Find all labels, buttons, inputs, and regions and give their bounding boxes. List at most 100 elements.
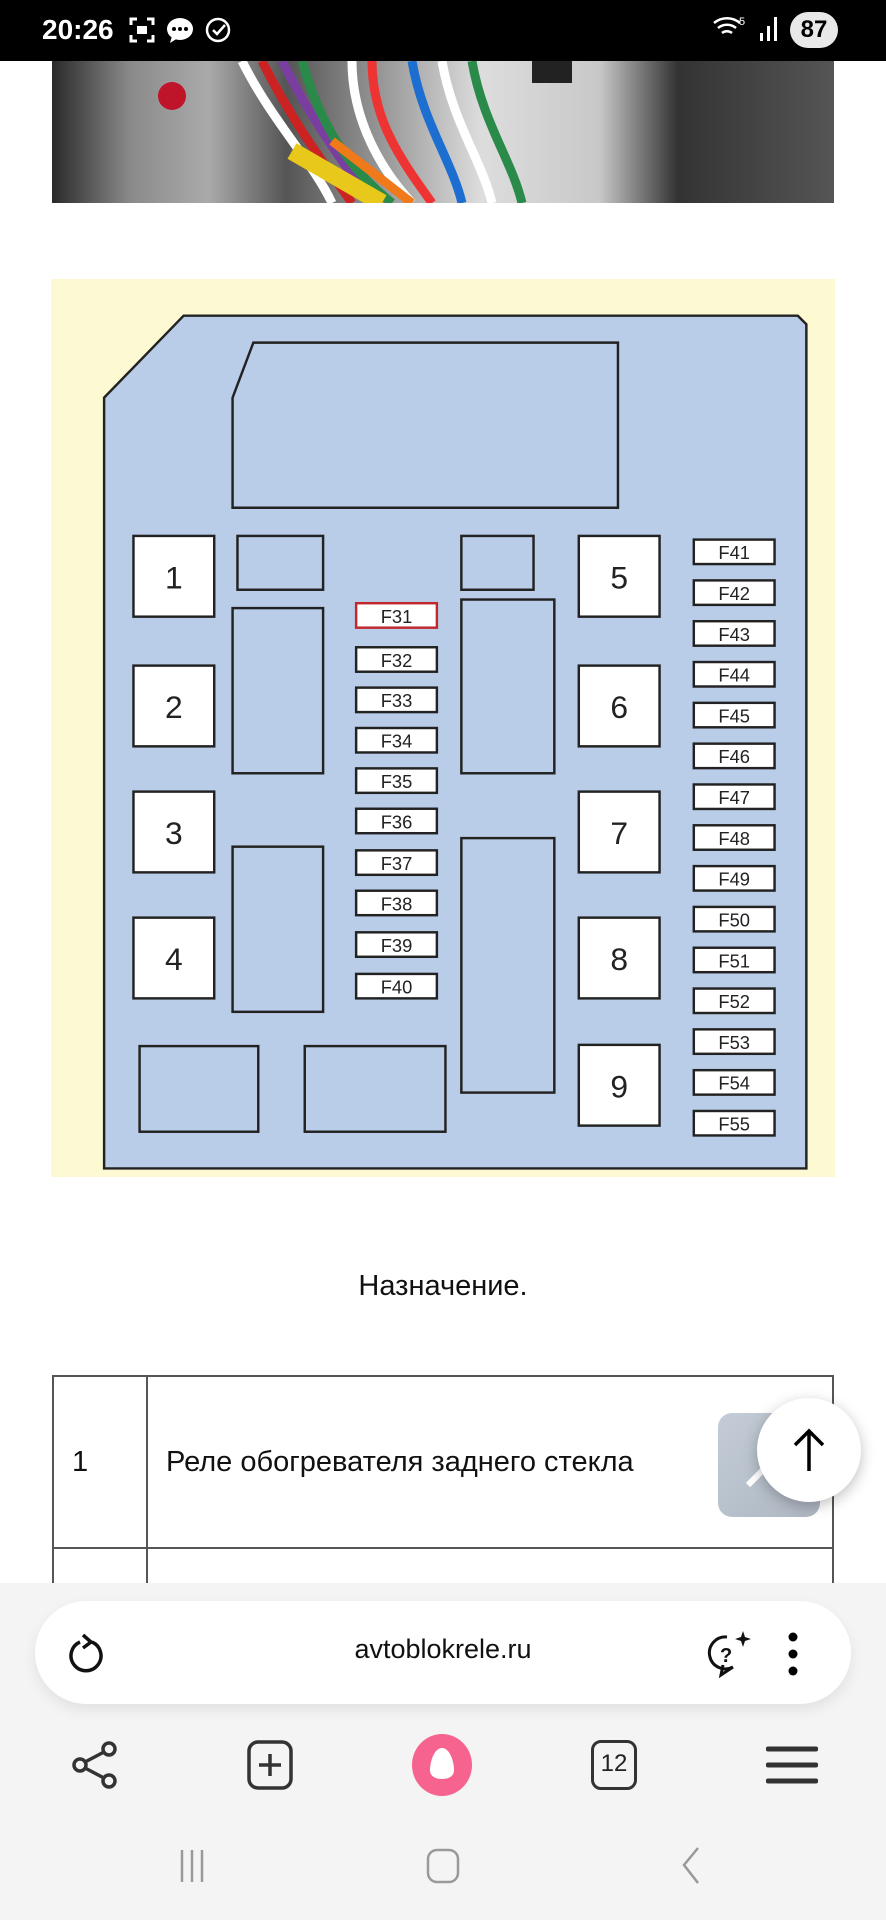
fuse-F38 [354,889,439,917]
relay-label: 9 [610,1068,628,1104]
slot-block [460,534,535,591]
fuse-label: F51 [718,950,750,971]
section-caption: Назначение. [358,1270,528,1302]
relay-label: 8 [610,941,628,977]
fuse-F31 [354,601,439,629]
fuse-F48 [692,824,776,851]
tabs-button[interactable]: 12 [584,1735,644,1795]
relay-9 [577,1043,661,1127]
fuse-F49 [692,864,776,892]
fuse-label: F44 [718,665,750,686]
relay-4 [132,916,216,1000]
home-icon [426,1848,460,1884]
fuse-F46 [692,742,776,770]
fuse-label: F32 [381,650,413,671]
url-text[interactable]: avtoblokrele.ru [354,1634,532,1664]
battery-indicator: 87 [790,12,838,48]
fuse-F47 [692,783,776,811]
fuse-F41 [692,538,776,566]
fuse-label: F46 [718,746,750,767]
relay-5 [577,534,661,618]
fuse-F32 [354,646,439,673]
fuse-label: F50 [718,909,750,930]
relay-label: 2 [165,689,183,725]
home-button[interactable] [425,1845,475,1895]
fuse-F37 [354,849,439,877]
menu-button[interactable] [762,1735,822,1795]
share-button[interactable] [66,1735,126,1795]
back-button[interactable] [678,1845,728,1895]
table-row: 1 Реле обогревателя заднего стекла [52,1375,834,1549]
fuse-F36 [354,807,439,835]
hamburger-icon [766,1746,818,1784]
alice-assistant-button[interactable] [412,1734,472,1796]
relay-2 [132,664,216,748]
status-bar: 20:26 5 87 [0,0,886,61]
tabs-count[interactable]: 12 [591,1740,637,1790]
more-options-icon[interactable] [787,1631,799,1682]
message-icon [166,16,194,44]
relay-6 [577,664,661,748]
fuse-F54 [692,1068,776,1096]
slot-block [303,1044,447,1133]
fuse-label: F40 [381,976,413,997]
relay-label: 1 [165,560,183,596]
fuse-label: F35 [381,771,413,792]
relay-7 [577,790,661,874]
signal-icon [758,13,780,48]
fuse-F43 [692,619,776,647]
fuse-F39 [354,931,439,959]
fuse-F44 [692,660,776,688]
address-bar[interactable]: avtoblokrele.ru ? [35,1601,851,1704]
fuse-assignment-table: 1 Реле обогревателя заднего стекла [52,1375,834,1609]
reload-icon[interactable] [65,1633,107,1682]
fuse-label: F48 [718,828,750,849]
fuse-F45 [692,701,776,729]
slot-block [231,845,325,1014]
alice-icon [412,1734,472,1796]
fuse-F42 [692,579,776,607]
fuse-label: F33 [381,690,413,711]
relay-label: 5 [610,560,628,596]
relay-label: 4 [165,941,183,977]
fuse-label: F34 [381,731,413,752]
fuse-F40 [354,972,439,1000]
screenshot-icon [128,16,156,44]
fuse-label: F31 [381,606,413,627]
slot-block [460,598,556,775]
slot-block [460,836,556,1094]
recent-apps-button[interactable] [178,1845,228,1895]
wifi-icon: 5 [712,13,748,48]
table-cell-number: 1 [52,1375,148,1549]
fuse-label: F38 [381,893,413,914]
new-tab-button[interactable] [240,1735,300,1795]
slot-block [138,1044,260,1133]
recent-apps-icon [180,1850,204,1882]
fuse-F53 [692,1028,776,1056]
fuse-label: F45 [718,705,750,726]
fuse-label: F39 [381,935,413,956]
slot-block [231,606,325,775]
fuse-label: F37 [381,853,413,874]
fuse-label: F41 [718,542,750,563]
fuse-F51 [692,946,776,974]
fuse-label: F49 [718,869,750,890]
relay-3 [132,790,216,874]
status-time: 20:26 [42,14,114,45]
svg-text:5: 5 [739,16,745,28]
fuse-label: F42 [718,583,750,604]
relay-label: 6 [610,689,628,725]
fuse-F52 [692,987,776,1015]
slot-block [236,534,325,591]
table-cell-description: Реле обогревателя заднего стекла [146,1375,834,1549]
plus-square-icon [247,1740,293,1790]
ai-assistant-icon[interactable]: ? [703,1629,753,1684]
fuse-F35 [354,767,439,795]
scroll-to-top-button[interactable] [757,1398,861,1502]
wiring-photo [52,61,834,203]
fuse-F50 [692,905,776,933]
fuse-label: F43 [718,624,750,645]
relay-label: 7 [610,815,628,851]
fuse-label: F47 [718,787,750,808]
